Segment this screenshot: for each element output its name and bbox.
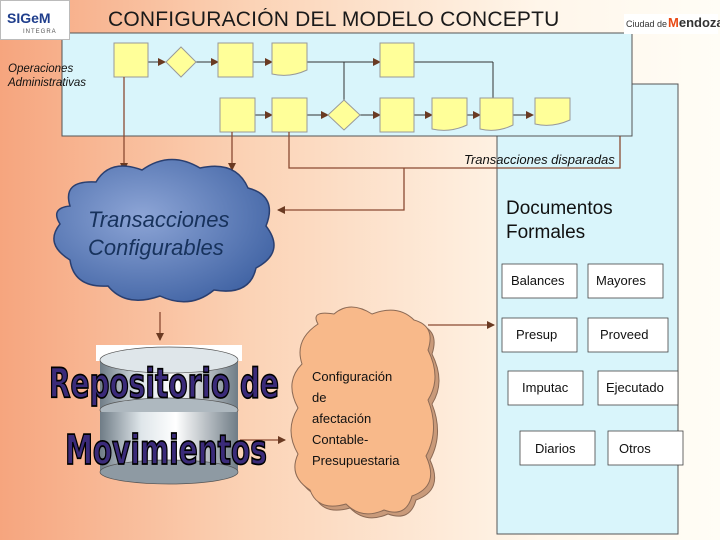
decision-diamond xyxy=(165,46,197,78)
mendoza-logo-name: Mendoza xyxy=(668,15,720,30)
process-box xyxy=(113,42,149,78)
doc-item-imputac: Imputac xyxy=(522,380,569,395)
sigem-logo-subtext: INTEGRA xyxy=(23,29,57,35)
operations-label: Operaciones Administrativas xyxy=(8,63,86,89)
configurable-transactions-label: Transacciones Configurables xyxy=(88,207,230,260)
process-box xyxy=(431,97,468,131)
process-flow-lines xyxy=(148,58,534,119)
repository-title-line-2: Movimientos xyxy=(65,428,267,475)
page-title: CONFIGURACIÓN DEL MODELO CONCEPTU xyxy=(108,8,560,31)
mendoza-logo: Ciudad de Mendoza xyxy=(624,14,720,34)
doc-item-presup: Presup xyxy=(516,327,558,342)
mendoza-logo-prefix: Ciudad de xyxy=(626,19,668,29)
configuration-cloud-front xyxy=(290,306,436,515)
process-box xyxy=(534,97,571,126)
connector-arrows xyxy=(120,77,621,444)
process-steps xyxy=(113,42,571,133)
process-box xyxy=(479,97,514,131)
process-box xyxy=(271,42,308,76)
triggered-transactions-label: Transacciones disparadas xyxy=(464,152,615,167)
doc-item-ejecutado: Ejecutado xyxy=(606,380,664,395)
process-box xyxy=(217,42,254,78)
configurable-transactions-cloud xyxy=(53,158,275,303)
doc-item-balances: Balances xyxy=(511,273,565,288)
doc-item-mayores: Mayores xyxy=(596,273,646,288)
document-boxes xyxy=(501,263,684,466)
configuration-label: Configuración de afectación Contable- Pr… xyxy=(312,369,400,468)
doc-item-diarios: Diarios xyxy=(535,441,576,456)
formal-documents-title: Documentos Formales xyxy=(506,198,613,243)
repository-cylinder: Repositorio de Movimientos xyxy=(48,345,280,485)
process-box xyxy=(379,97,415,133)
process-box xyxy=(271,97,308,133)
doc-item-proveed: Proveed xyxy=(600,327,649,342)
decision-diamond xyxy=(327,99,361,131)
doc-item-otros: Otros xyxy=(619,441,651,456)
repository-title-line-1: Repositorio de xyxy=(49,361,279,408)
sigem-logo-text: SIGeM xyxy=(7,10,51,26)
process-box xyxy=(219,97,256,133)
sigem-logo: SIGeM INTEGRA xyxy=(0,0,70,40)
process-box xyxy=(379,42,415,78)
